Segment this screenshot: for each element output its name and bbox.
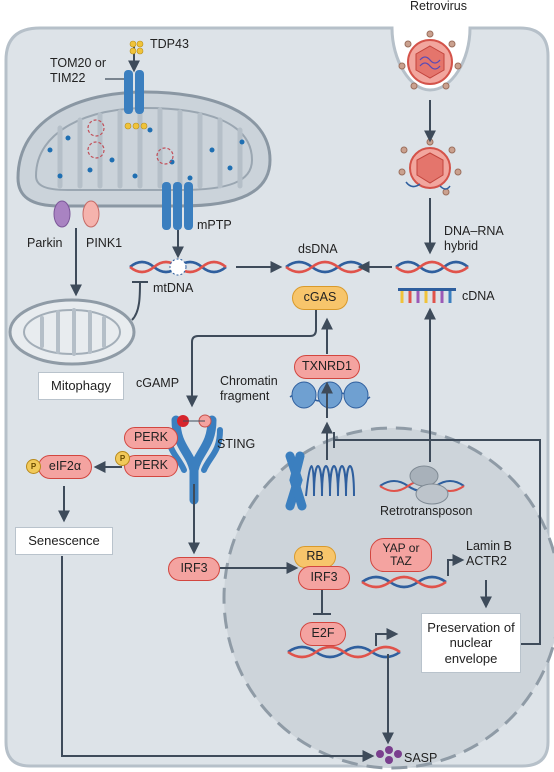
label-sting: STING	[217, 437, 256, 451]
label-dna-rna: DNA–RNA	[444, 224, 504, 238]
e2f-protein: E2F	[300, 622, 346, 646]
inhibit-rb-e2f	[313, 590, 331, 615]
chromosome	[285, 451, 307, 511]
mitophagy-box: Mitophagy	[38, 372, 124, 400]
label-tim22: TIM22	[50, 71, 86, 85]
irf3-protein-1: IRF3	[168, 557, 220, 581]
dsdna-strand	[285, 260, 365, 274]
retrovirus-particle-top	[398, 30, 462, 90]
label-retrovirus: Retrovirus	[410, 0, 467, 13]
label-mptp: mPTP	[197, 218, 232, 232]
label-tdp43: TDP43	[150, 37, 189, 51]
retrotransposon-element	[379, 465, 465, 505]
label-pink1: PINK1	[86, 236, 123, 250]
pink1-protein	[82, 200, 100, 228]
label-tom20: TOM20 or	[50, 56, 107, 70]
label-hybrid: hybrid	[444, 239, 479, 253]
cdna-ladder	[398, 288, 456, 303]
inhibit-mitophagy-mtdna	[131, 281, 148, 321]
senescence-box: Senescence	[15, 527, 113, 555]
mitophagy-organelle	[8, 298, 136, 366]
preservation-box: Preservation of nuclear envelope	[421, 613, 521, 673]
phosphate-badge-eif2a: P	[26, 459, 41, 474]
chromatin-fragment	[289, 381, 371, 409]
yap-taz-protein: YAP or TAZ	[370, 538, 432, 572]
rb-protein: RB	[294, 546, 336, 568]
chromatin-coil	[305, 465, 355, 497]
yap-dna	[361, 575, 447, 589]
label-cgamp: cGAMP	[136, 376, 180, 390]
parkin-protein	[53, 200, 71, 228]
label-dsdna: dsDNA	[298, 242, 338, 256]
tom20-channel	[105, 40, 148, 130]
eif2a-protein: eIF2α	[38, 455, 92, 479]
mitochondrion	[16, 90, 272, 208]
label-actr2: ACTR2	[466, 554, 507, 568]
label-lamin-b: Lamin B	[466, 539, 512, 553]
txnrd1-protein: TXNRD1	[294, 355, 360, 379]
arrow-yap-to-lamin	[447, 554, 465, 576]
label-mtdna: mtDNA	[153, 281, 194, 295]
mptp-channel	[162, 182, 193, 259]
phosphate-badge-perk: P	[115, 451, 130, 466]
cgas-protein: cGAS	[292, 286, 348, 310]
irf3-protein-2: IRF3	[298, 566, 350, 590]
perk-protein-1: PERK	[124, 427, 178, 449]
perk-protein-2: PERK	[124, 455, 178, 477]
label-fragment: fragment	[220, 389, 270, 403]
e2f-dna	[287, 645, 401, 659]
sting-receptor	[165, 414, 223, 505]
arrow-senescence-to-sasp	[61, 556, 375, 762]
hybrid-strand	[395, 260, 469, 274]
inhibit-preservation-chromatin	[333, 432, 541, 645]
label-retrotransposon: Retrotransposon	[380, 504, 473, 518]
nucleus	[222, 426, 554, 770]
label-cdna: cDNA	[462, 289, 495, 303]
label-sasp: SASP	[404, 751, 438, 765]
arrow-e2f-gene-activation	[375, 628, 399, 646]
label-chromatin: Chromatin	[220, 374, 278, 388]
sasp-molecules	[376, 746, 402, 764]
retrovirus-particle-inner	[398, 138, 462, 196]
mtdna-strand	[129, 258, 227, 276]
label-parkin: Parkin	[27, 236, 63, 250]
arrow-cgas-to-sting	[186, 308, 317, 408]
